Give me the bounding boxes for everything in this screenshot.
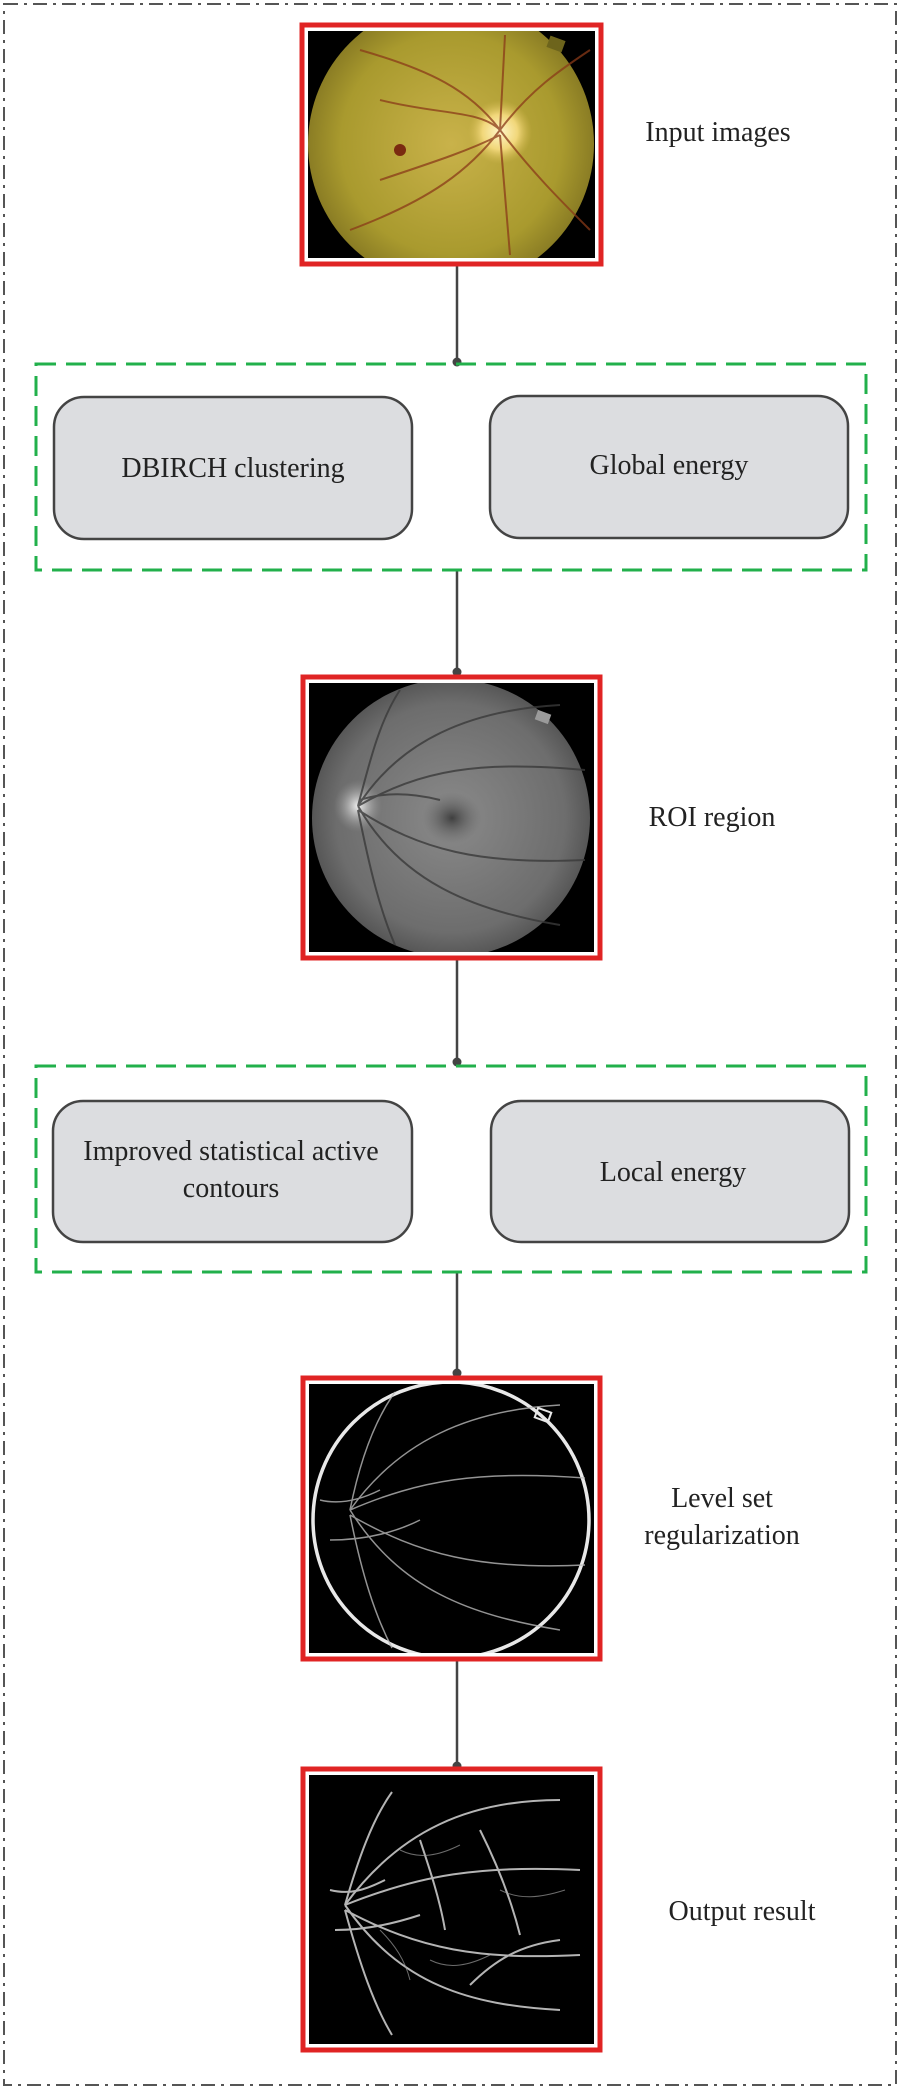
global-energy-box [488, 394, 850, 540]
group-1-border [34, 362, 868, 572]
input-image [299, 22, 604, 267]
group-2-border [34, 1064, 868, 1274]
level-set-label-line2: regularization [644, 1520, 799, 1551]
improved-statistical-active-contours-box [51, 1099, 414, 1244]
level-set-label-line1: Level set [671, 1483, 773, 1514]
dbirch-clustering-box [52, 395, 414, 541]
output-result-label: Output result [669, 1896, 816, 1927]
global-energy-text: Global energy [590, 450, 749, 481]
level-set-image [300, 1375, 603, 1662]
input-images-label: Input images [645, 117, 790, 148]
output-image [300, 1766, 603, 2053]
roi-region-label: ROI region [649, 802, 776, 833]
local-energy-box [489, 1099, 851, 1244]
local-energy-text: Local energy [600, 1157, 746, 1188]
roi-image [300, 674, 603, 961]
outer-border [3, 3, 897, 2086]
improved-statistical-text-line2: contours [183, 1173, 279, 1204]
dbirch-clustering-text: DBIRCH clustering [121, 453, 344, 484]
improved-statistical-text-line1: Improved statistical active [83, 1136, 378, 1167]
